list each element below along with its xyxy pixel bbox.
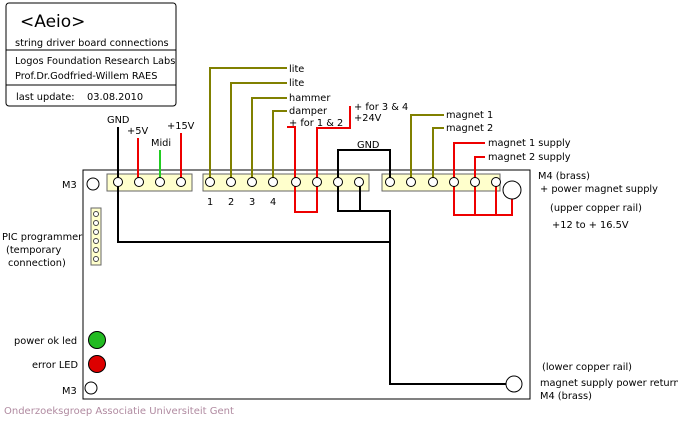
wire-gnd-link	[360, 210, 391, 242]
wire-magnet-2	[432, 127, 444, 182]
connector-magnets	[381, 173, 501, 192]
error-led	[88, 355, 106, 373]
label-supply-return: magnet supply power return	[540, 378, 678, 389]
terminal	[385, 177, 395, 187]
label-lower-rail: (lower copper rail)	[542, 362, 632, 373]
wire-gnd-bridge	[337, 182, 361, 212]
label-power-magnet-supply: + power magnet supply	[540, 184, 658, 195]
terminal	[333, 177, 343, 187]
label-pic-programmer: PIC programmer	[2, 232, 83, 243]
m3-hole-bottom	[84, 381, 98, 395]
label-for12: + for 1 & 2	[289, 118, 343, 129]
wire-for34	[316, 106, 351, 182]
label-lite-2: lite	[289, 78, 304, 89]
label-5v: +5V	[127, 126, 148, 137]
wire-lite-2	[230, 82, 287, 182]
terminal	[491, 177, 501, 187]
terminal	[406, 177, 416, 187]
label-channel-4: 4	[270, 197, 276, 208]
title-block: <Aeio> string driver board connections L…	[5, 2, 177, 107]
label-voltage-range: +12 to + 16.5V	[552, 220, 629, 231]
m4-brass-top	[502, 180, 522, 200]
terminal	[205, 177, 215, 187]
terminal	[226, 177, 236, 187]
connector-channels	[202, 173, 370, 192]
terminal	[247, 177, 257, 187]
label-magnet-2: magnet 2	[446, 123, 493, 134]
label-for34: + for 3 & 4	[354, 102, 408, 113]
label-damper: damper	[289, 106, 328, 117]
connector-power	[106, 173, 193, 192]
terminal	[155, 177, 165, 187]
label-24v: +24V	[354, 113, 382, 124]
label-channel-3: 3	[249, 197, 255, 208]
label-hammer: hammer	[289, 93, 331, 104]
wire-magnet-2-supply	[474, 156, 485, 182]
terminals	[113, 177, 501, 187]
label-channel-1: 1	[207, 197, 213, 208]
terminal	[354, 177, 364, 187]
label-pic-temporary: (temporary	[6, 245, 62, 256]
label-lite-1: lite	[289, 64, 304, 75]
label-magnet-1: magnet 1	[446, 110, 493, 121]
m4-brass-bottom	[505, 375, 523, 393]
wire-magnet-1	[410, 114, 444, 182]
terminal	[268, 177, 278, 187]
label-gnd-mid: GND	[357, 140, 379, 151]
author-text: Prof.Dr.Godfried-Willem RAES	[15, 71, 157, 82]
footer-text: Onderzoeksgroep Associatie Universiteit …	[4, 406, 234, 417]
update-label: last update:	[16, 92, 75, 103]
terminal	[176, 177, 186, 187]
wire-magnet-1-supply	[453, 142, 485, 182]
title-text: <Aeio>	[20, 12, 85, 32]
label-magnet-1-supply: magnet 1 supply	[488, 138, 571, 149]
label-power-ok: power ok led	[14, 336, 77, 347]
subtitle-text: string driver board connections	[15, 38, 169, 49]
label-m3-bottom: M3	[62, 386, 77, 397]
wire-gnd-mid	[337, 149, 391, 182]
label-15v: +15V	[167, 121, 195, 132]
terminal	[312, 177, 322, 187]
label-error-led: error LED	[32, 360, 78, 371]
wire-for12-bridge	[294, 182, 318, 213]
terminal	[134, 177, 144, 187]
terminal	[470, 177, 480, 187]
label-m4-brass-bottom: M4 (brass)	[540, 391, 592, 402]
label-m3-top: M3	[62, 180, 77, 191]
label-midi: Midi	[151, 138, 171, 149]
label-m4-brass-top: M4 (brass)	[538, 171, 590, 182]
wire-lite-1	[209, 67, 287, 182]
wire-hammer	[251, 97, 287, 182]
update-date: 03.08.2010	[87, 92, 143, 103]
label-gnd-left: GND	[107, 115, 129, 126]
pic-programmer-header	[90, 207, 102, 266]
terminal	[291, 177, 301, 187]
wire-for12	[287, 126, 296, 182]
wire-damper	[272, 110, 287, 182]
terminal	[428, 177, 438, 187]
label-upper-rail: (upper copper rail)	[550, 203, 642, 214]
label-channel-2: 2	[228, 197, 234, 208]
org-text: Logos Foundation Research Labs	[15, 56, 175, 67]
power-ok-led	[88, 331, 106, 349]
wire-supply-bus	[453, 182, 513, 216]
label-pic-connection: connection)	[8, 258, 66, 269]
board-outline	[82, 169, 531, 400]
terminal	[113, 177, 123, 187]
wires	[117, 67, 513, 385]
label-magnet-2-supply: magnet 2 supply	[488, 152, 571, 163]
m3-hole-top	[86, 177, 100, 191]
terminal	[449, 177, 459, 187]
